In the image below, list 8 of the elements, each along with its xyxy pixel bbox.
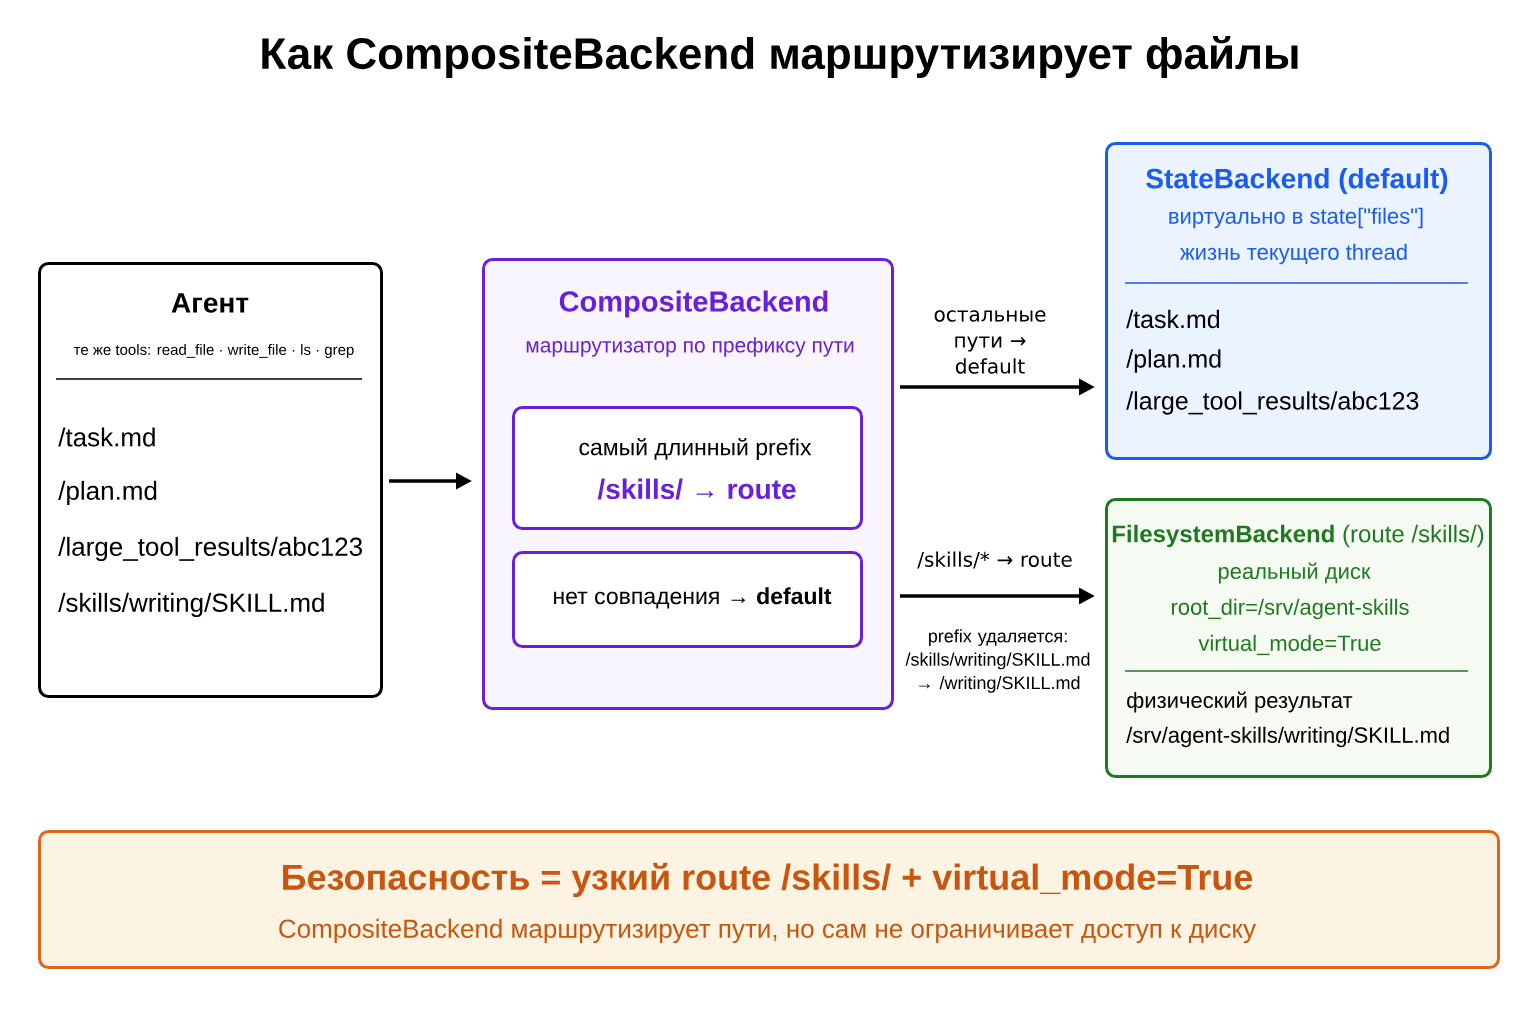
title: Как CompositeBackend маршрутизирует файлы <box>262 36 1298 78</box>
edge-label: остальные пути → default <box>934 310 1046 374</box>
agent-box: Агент те же tools: read_file · write_file · ls · grep /task.md /plan.md /large_tool_results/abc123 /skills/writing/SKILL.md <box>38 262 383 698</box>
edge-label: /skills/* → route <box>917 551 1072 569</box>
note-banner: Безопасность = узкий route /skills/ + virtual_mode=True CompositeBackend маршрутизирует пути, но сам не ограничивает доступ к диску <box>38 830 1500 969</box>
note-text: prefix удаляется: /skills/writing/SKILL.md → /writing/SKILL.md <box>905 629 1090 693</box>
backend-box: FilesystemBackend (route /skills/) реальный диск root_dir=/srv/agent-skills virtual_mode=True физический результат /srv/agent-skills/writing/SKILL.md <box>1105 498 1492 778</box>
backend-box: StateBackend (default) виртуально в state["files"] жизнь текущего thread /task.md /plan.md /large_tool_results/abc123 <box>1105 142 1492 460</box>
